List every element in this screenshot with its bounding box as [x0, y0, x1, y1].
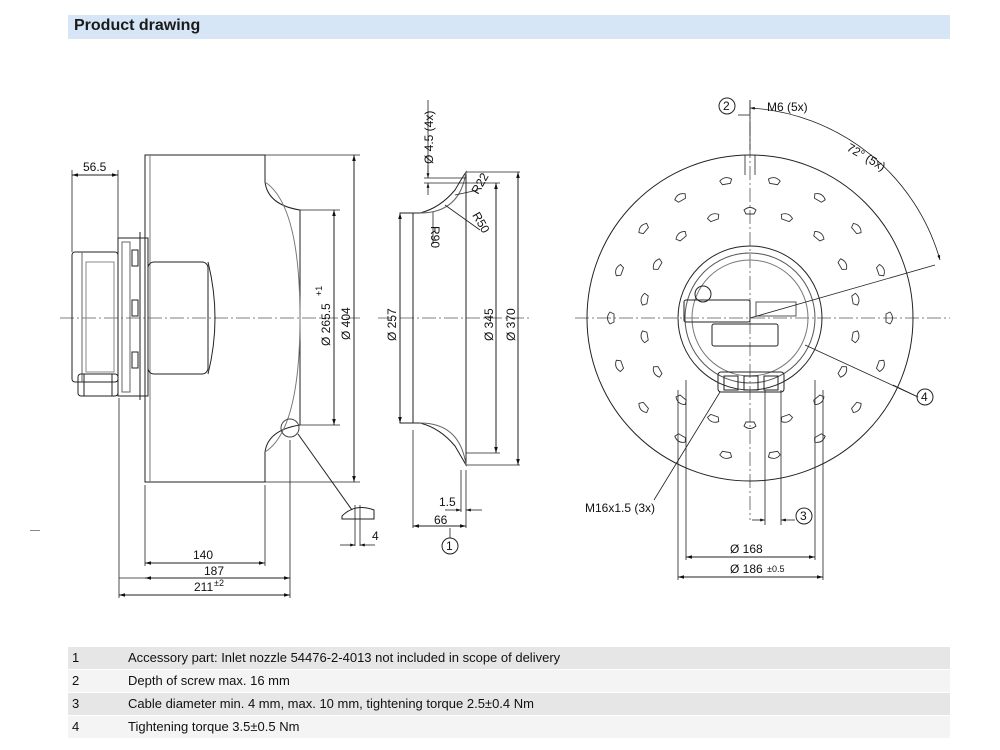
blade-shape	[638, 401, 649, 414]
blade-shape	[780, 213, 794, 223]
blade-shape	[875, 359, 885, 373]
blade-shape	[767, 450, 781, 459]
blade-shape	[837, 366, 848, 378]
blade-shape	[851, 222, 862, 235]
note-row: 4 Tightening torque 3.5±0.5 Nm	[68, 716, 950, 738]
front-view	[575, 97, 950, 580]
dim-1-5: 1.5	[439, 495, 456, 509]
note-number: 2	[72, 673, 80, 688]
dim-m16: M16x1.5 (3x)	[585, 501, 655, 515]
blade-shape	[813, 394, 825, 406]
stray-tick	[30, 530, 40, 531]
blade-shape	[674, 193, 686, 203]
product-drawing: 56.5 Ø 265.5 +1 Ø 404 140 187 211 ±2 4	[60, 97, 950, 598]
blade-shape	[675, 394, 687, 406]
blade-shape	[675, 230, 687, 242]
dim-168: Ø 168	[730, 542, 763, 556]
note-row: 3 Cable diameter min. 4 mm, max. 10 mm, …	[68, 693, 950, 715]
dim-257: Ø 257	[385, 308, 399, 341]
impeller-blades	[607, 177, 893, 459]
blade-shape	[607, 311, 615, 325]
dim-72: 72° (5x)	[845, 140, 889, 173]
blade-shape	[674, 433, 686, 443]
blade-shape	[885, 311, 893, 325]
dim-186: Ø 186	[730, 562, 763, 576]
notes-table: 1 Accessory part: Inlet nozzle 54476-2-4…	[68, 647, 950, 739]
section-header: Product drawing	[68, 15, 950, 39]
dim-186-tol: ±0.5	[767, 564, 784, 574]
dim-m6: M6 (5x)	[767, 100, 808, 114]
dim-4: 4	[372, 529, 379, 543]
dim-56-5: 56.5	[83, 160, 107, 174]
note-text: Tightening torque 3.5±0.5 Nm	[128, 719, 300, 734]
blade-shape	[767, 177, 781, 186]
blade-shape	[851, 292, 860, 306]
dim-211-tol: ±2	[214, 578, 224, 588]
blade-shape	[743, 207, 757, 215]
callout-3: 3	[800, 509, 807, 523]
dim-r50: R50	[469, 210, 492, 236]
note-text: Depth of screw max. 16 mm	[128, 673, 290, 688]
dim-140: 140	[193, 548, 213, 562]
blade-shape	[875, 263, 885, 277]
blade-shape	[652, 258, 663, 270]
blade-shape	[615, 359, 625, 373]
dim-187: 187	[204, 564, 224, 578]
dim-r90: R90	[428, 226, 442, 248]
note-number: 3	[72, 696, 80, 711]
note-row: 2 Depth of screw max. 16 mm	[68, 670, 950, 692]
blade-shape	[780, 413, 794, 423]
side-view	[60, 154, 375, 598]
note-number: 1	[72, 650, 80, 665]
blade-shape	[719, 450, 733, 459]
blade-shape	[851, 330, 860, 344]
nozzle-section	[378, 100, 530, 555]
callout-2: 2	[723, 99, 730, 113]
blade-shape	[638, 222, 649, 235]
callout-1: 1	[446, 539, 453, 553]
dim-265-5: Ø 265.5	[319, 303, 333, 346]
note-text: Accessory part: Inlet nozzle 54476-2-401…	[128, 650, 561, 665]
callout-4: 4	[921, 390, 928, 404]
blade-shape	[743, 421, 757, 429]
blade-shape	[652, 366, 663, 378]
dim-4-5: Ø 4.5 (4x)	[422, 111, 436, 164]
dim-66: 66	[434, 513, 448, 527]
note-number: 4	[72, 719, 80, 734]
blade-shape	[814, 433, 826, 443]
blade-shape	[813, 230, 825, 242]
blade-shape	[640, 292, 649, 306]
section-title: Product drawing	[74, 17, 201, 34]
note-text: Cable diameter min. 4 mm, max. 10 mm, ti…	[128, 696, 534, 711]
blade-shape	[814, 193, 826, 203]
blade-shape	[615, 263, 625, 277]
blade-shape	[719, 177, 733, 186]
blade-shape	[706, 213, 720, 223]
dim-345: Ø 345	[482, 308, 496, 341]
blade-shape	[706, 413, 720, 423]
dim-404: Ø 404	[339, 307, 353, 340]
dim-370: Ø 370	[504, 308, 518, 341]
blade-shape	[640, 330, 649, 344]
dim-265-5-tol: +1	[314, 286, 324, 296]
dim-211: 211	[194, 580, 213, 594]
blade-shape	[837, 258, 848, 270]
blade-shape	[851, 401, 862, 414]
note-row: 1 Accessory part: Inlet nozzle 54476-2-4…	[68, 647, 950, 669]
